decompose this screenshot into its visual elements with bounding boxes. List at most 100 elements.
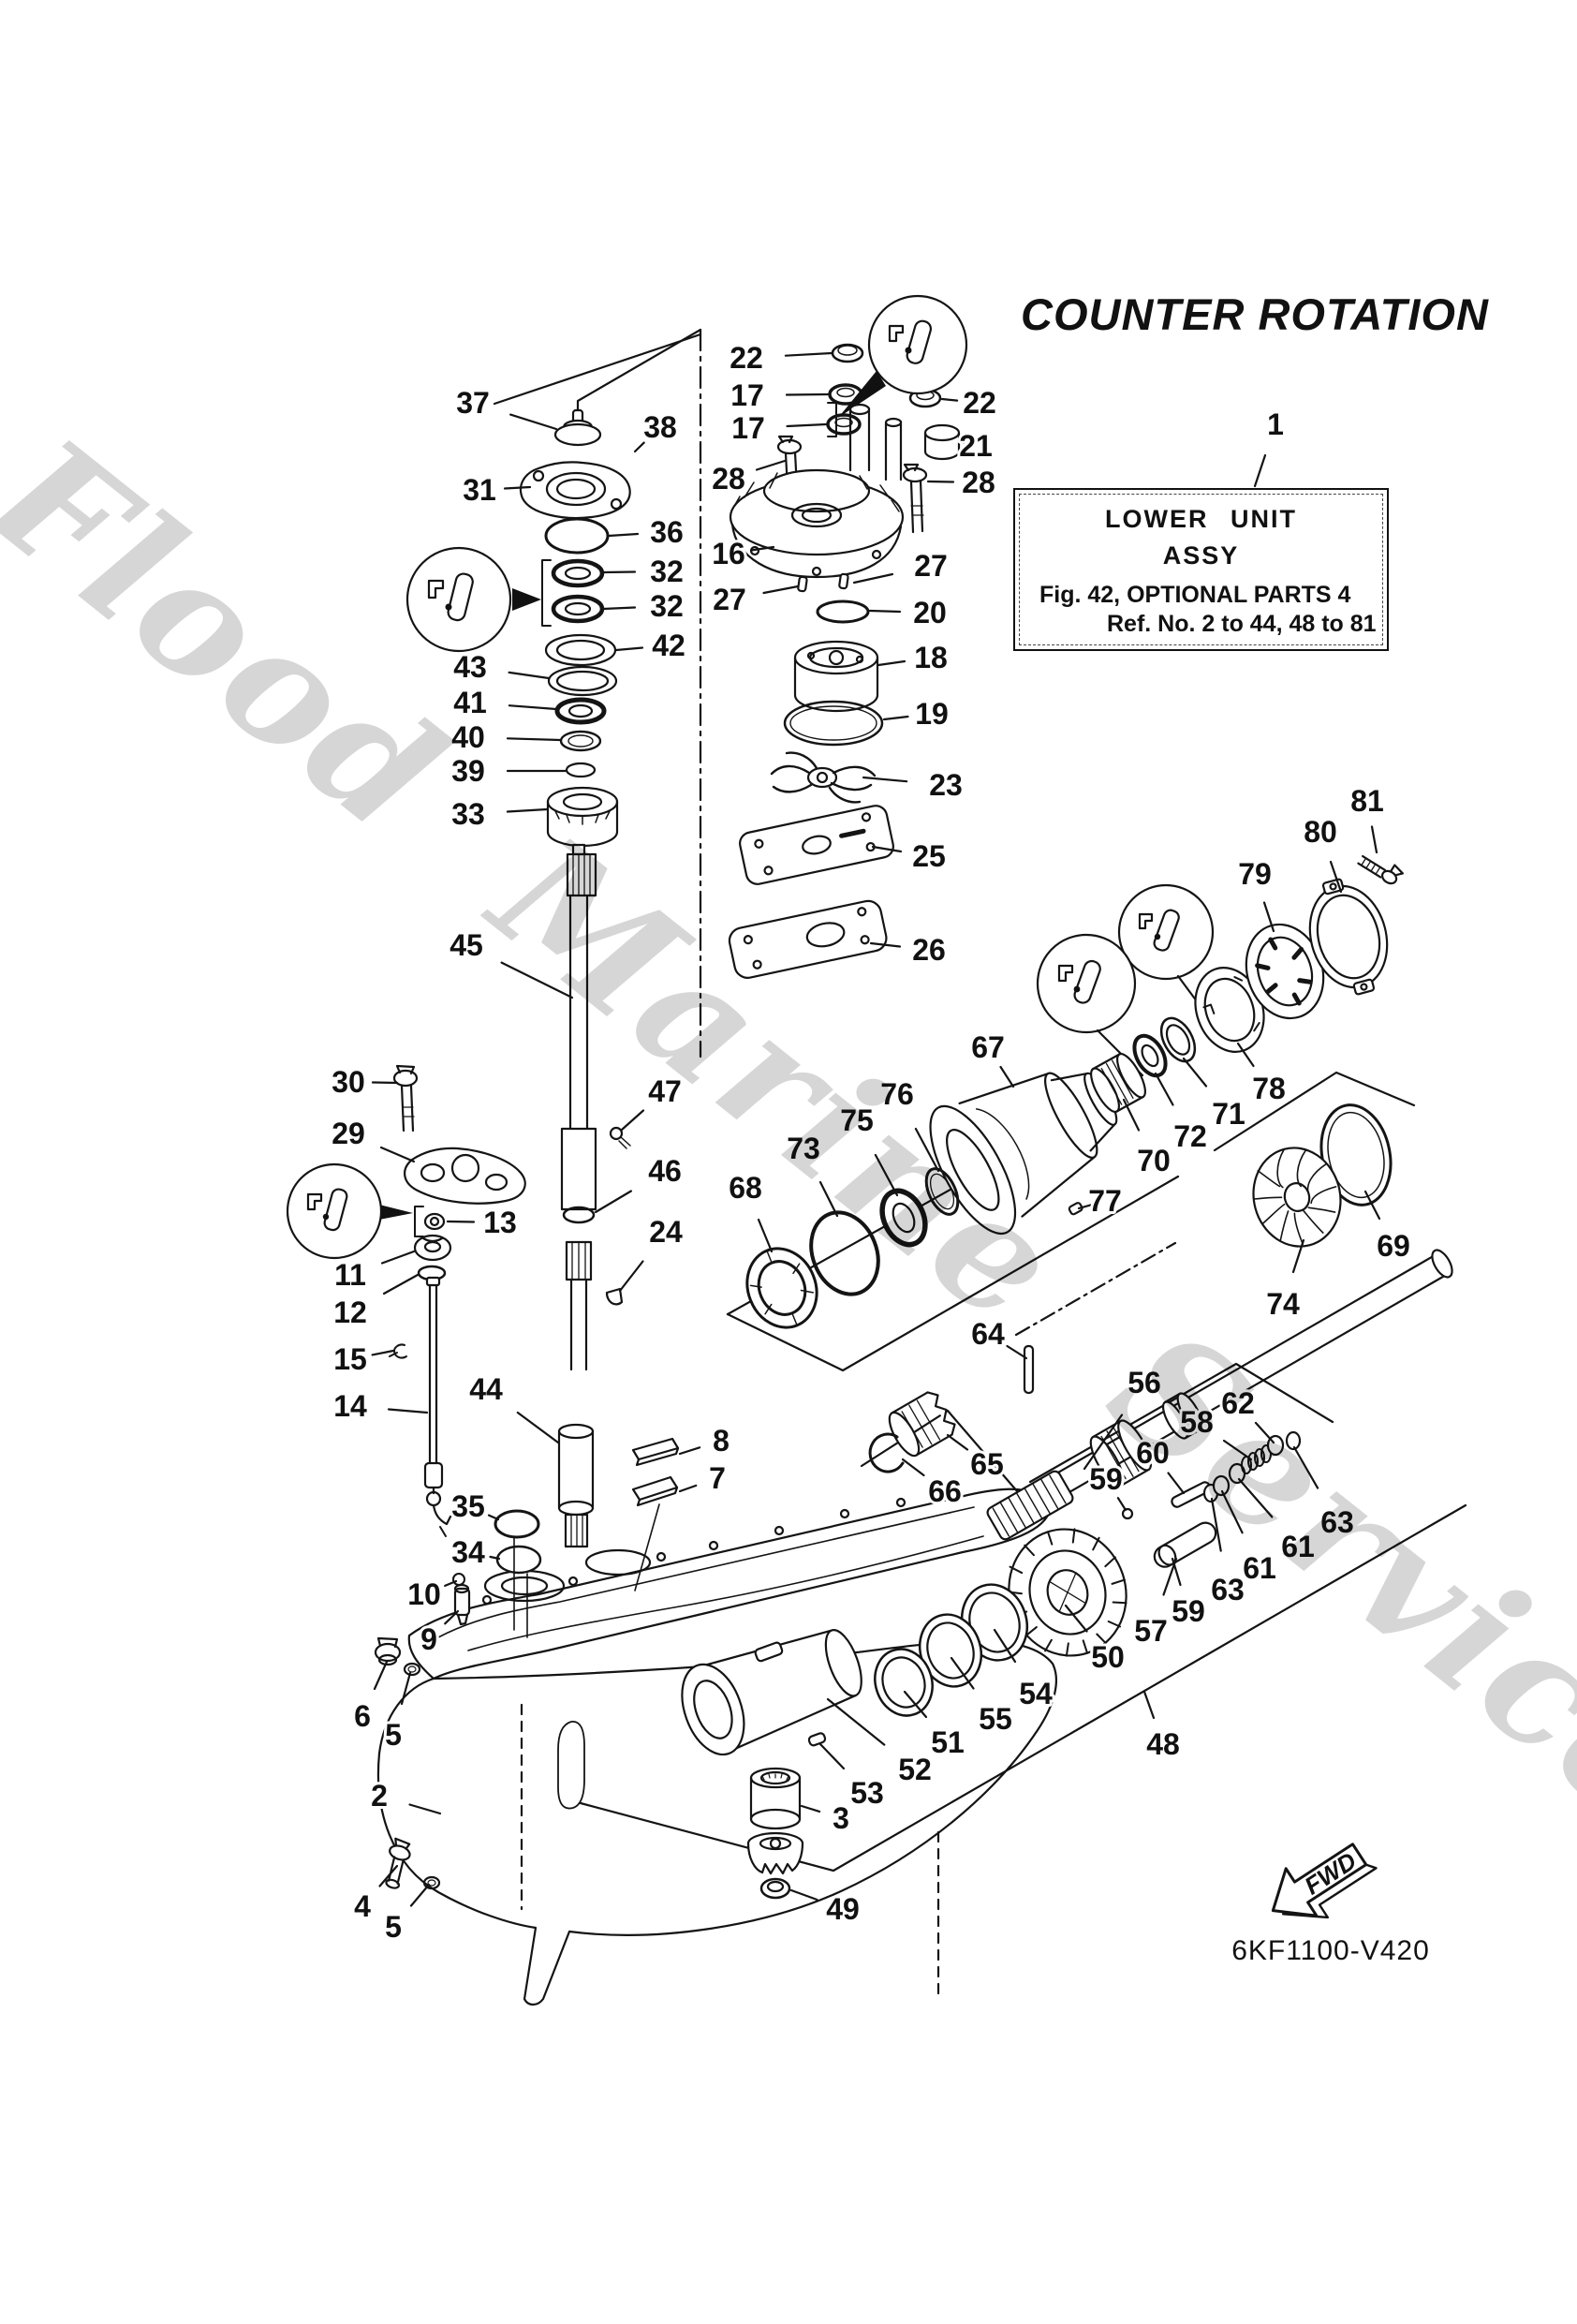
part-ref-label: 44	[469, 1372, 503, 1406]
leader-line	[503, 485, 532, 490]
part-ref-label: 61	[1243, 1551, 1276, 1585]
part-ref-label: 34	[451, 1535, 485, 1569]
leader-line	[506, 737, 562, 742]
part-ref-label: 36	[650, 515, 684, 549]
part-ref-label: 19	[915, 697, 949, 731]
leader-line	[678, 1484, 698, 1493]
assembly-info-box: LOWER UNIT ASSY Fig. 42, OPTIONAL PARTS …	[1013, 488, 1389, 651]
leader-line	[379, 1146, 416, 1163]
part-ref-label: 35	[451, 1489, 485, 1523]
leader-line	[862, 776, 908, 783]
leader-line	[601, 606, 637, 611]
part-ref-label: 22	[730, 341, 763, 375]
part-ref-label: 28	[962, 466, 995, 499]
leader-line	[950, 1656, 975, 1690]
part-ref-label: 52	[898, 1753, 932, 1786]
leader-line	[818, 1180, 839, 1218]
part-ref-label: 59	[1089, 1462, 1123, 1496]
leader-line	[926, 480, 955, 483]
leader-line	[1122, 1098, 1141, 1132]
part-ref-label: 11	[334, 1258, 366, 1292]
leader-line	[678, 1446, 701, 1456]
leader-line	[1083, 1414, 1124, 1471]
gearcase-housing	[374, 1437, 1057, 2006]
leader-line	[387, 1408, 429, 1414]
part-ref-label: 15	[333, 1342, 367, 1376]
part-ref-label: 68	[729, 1171, 762, 1205]
page-title: COUNTER ROTATION	[1021, 289, 1489, 339]
leader-line	[999, 1065, 1015, 1088]
part-ref-label: 4	[354, 1889, 371, 1923]
fwd-arrow: FWD	[1271, 1843, 1378, 1919]
leader-line	[1291, 1238, 1305, 1274]
leader-line	[500, 961, 574, 999]
part-ref-label: 73	[787, 1132, 820, 1165]
leader-line	[371, 1081, 399, 1085]
part-ref-label: 39	[451, 754, 485, 788]
leader-line	[1064, 1604, 1088, 1633]
part-ref-label: 43	[453, 650, 487, 684]
part-ref-label: 53	[850, 1776, 884, 1810]
leader-line	[786, 422, 828, 428]
detail-circle	[1036, 933, 1137, 1034]
part-ref-label: 79	[1238, 857, 1272, 891]
leader-line	[373, 1660, 389, 1691]
leader-line	[874, 1153, 899, 1197]
leader-line	[757, 1218, 774, 1253]
leader-line	[594, 1190, 633, 1214]
leader-line	[1154, 1072, 1174, 1106]
forward-gear-assembly	[681, 1528, 1127, 1900]
leader-line	[762, 585, 800, 595]
leader-line	[1329, 860, 1343, 894]
leader-line	[1222, 1439, 1253, 1461]
leader-line	[487, 1514, 500, 1521]
detail-circle	[867, 294, 968, 395]
leader-line	[868, 609, 902, 614]
detail-circle	[286, 1162, 383, 1260]
leader-line	[601, 570, 637, 574]
part-ref-label: 71	[1212, 1097, 1245, 1131]
part-ref-label: 67	[971, 1030, 1005, 1064]
part-ref-label: 74	[1266, 1287, 1300, 1321]
part-ref-label: 45	[450, 928, 483, 962]
leader-line	[444, 1609, 460, 1625]
part-ref-label: 56	[1127, 1366, 1161, 1399]
leader-line	[818, 1742, 846, 1770]
leader-line	[516, 1411, 560, 1444]
leader-line	[380, 1250, 416, 1265]
leader-line	[607, 532, 640, 538]
leader-line	[1142, 1690, 1156, 1720]
leader-line	[785, 392, 830, 396]
part-ref-label: 2	[371, 1779, 388, 1813]
shift-rod-assembly	[379, 1064, 526, 1537]
part-ref-label: 48	[1146, 1727, 1180, 1761]
leader-line	[400, 1671, 412, 1706]
part-ref-label: 60	[1136, 1436, 1170, 1470]
part-ref-label: 41	[453, 686, 487, 719]
part-ref-label: 24	[649, 1215, 683, 1249]
part-ref-label: 61	[1281, 1530, 1315, 1563]
leader-line	[877, 659, 906, 667]
part-ref-label: 14	[333, 1389, 367, 1423]
leader-line	[618, 1260, 644, 1293]
leader-line	[1292, 1445, 1319, 1489]
part-ref-label: 22	[963, 386, 996, 420]
leader-line	[755, 459, 787, 471]
leader-line	[1236, 1042, 1255, 1068]
part-ref-label: 32	[650, 555, 684, 588]
leader-line	[489, 1555, 501, 1561]
part-ref-label: 49	[826, 1892, 860, 1926]
part-ref-label: 40	[451, 720, 485, 754]
part-ref-label: 21	[959, 429, 993, 463]
leader-line	[1363, 1190, 1381, 1221]
part-ref-label: 64	[971, 1317, 1005, 1351]
part-ref-label: 6	[354, 1699, 371, 1733]
part-ref-label: 50	[1091, 1640, 1125, 1674]
leader-line	[614, 646, 644, 652]
leader-line	[1006, 1344, 1028, 1360]
part-ref-label: 57	[1134, 1614, 1168, 1648]
leader-line	[382, 1273, 420, 1295]
part-labels: 3738313632324243414039334522171728162722…	[329, 338, 1413, 1947]
leader-line	[914, 1127, 940, 1173]
